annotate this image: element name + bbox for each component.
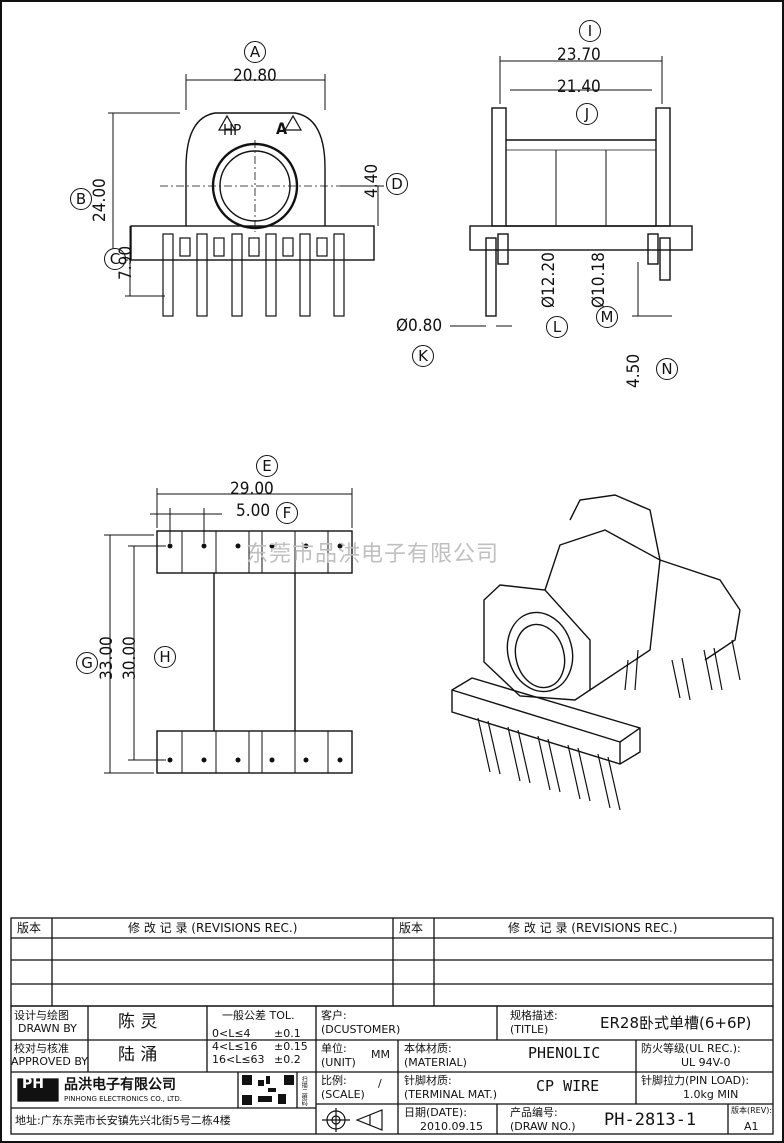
dim-21-40: 21.40: [557, 77, 601, 97]
rev-col-version: 版本: [17, 921, 42, 935]
dim-23-70: 23.70: [557, 45, 601, 65]
drawno-label-en: (DRAW NO.): [510, 1120, 576, 1133]
unit-value: MM: [371, 1048, 390, 1061]
ul-value: UL 94V-0: [681, 1056, 731, 1069]
isometric-view: [451, 494, 741, 811]
terminal-label-en: (TERMINAL MAT.): [404, 1088, 498, 1101]
title-value: ER28卧式单槽(6+6P): [600, 1014, 752, 1032]
customer-label-en: (DCUSTOMER): [321, 1023, 401, 1036]
rev-col-record-2: 修 改 记 录 (REVISIONS REC.): [508, 921, 678, 935]
scale-value: /: [378, 1077, 382, 1090]
unit-label-cn: 单位:: [321, 1042, 347, 1055]
pinload-label: 针脚拉力(PIN LOAD):: [641, 1074, 750, 1087]
projection-symbol: [322, 1108, 383, 1132]
scale-label-cn: 比例:: [321, 1074, 347, 1087]
tol-title: 一般公差 TOL.: [222, 1009, 295, 1022]
label-n: N: [656, 358, 678, 380]
dim-4-40: 4.40: [362, 163, 382, 198]
dim-33-00: 33.00: [97, 636, 117, 680]
material-value: PHENOLIC: [528, 1044, 601, 1062]
label-g: G: [76, 652, 98, 674]
tol1-value: ±0.1: [274, 1027, 301, 1040]
company-logo: PH: [22, 1076, 44, 1092]
dim-24-00: 24.00: [90, 178, 110, 222]
unit-label-en: (UNIT): [321, 1056, 356, 1069]
date-label: 日期(DATE):: [404, 1106, 467, 1119]
company-name-en: PINHONG ELECTRONICS CO., LTD.: [64, 1095, 182, 1103]
mark-hp: HP: [223, 121, 242, 139]
ul-label: 防火等级(UL REC.):: [641, 1042, 741, 1055]
drawn-label-cn: 设计与绘图: [14, 1009, 69, 1022]
label-c: C: [104, 248, 126, 270]
qr-code: [242, 1075, 294, 1105]
company-address: 地址:广东东莞市长安镇先兴北街5号二栋4楼: [15, 1114, 231, 1127]
terminal-value: CP WIRE: [536, 1077, 600, 1095]
tol1-range: 0<L≤4: [212, 1027, 251, 1040]
material-label-en: (MATERIAL): [404, 1056, 467, 1069]
label-f: F: [276, 502, 298, 524]
dim-30-00: 30.00: [120, 636, 140, 680]
scale-label-en: (SCALE): [321, 1088, 365, 1101]
approved-name: 陆 涌: [118, 1045, 158, 1065]
rev-col-version-2: 版本: [399, 921, 424, 935]
material-label-cn: 本体材质:: [404, 1042, 452, 1055]
dim-5-00: 5.00: [236, 501, 271, 521]
drawn-name: 陈 灵: [118, 1012, 158, 1032]
dim-7-90: 7.90: [116, 245, 136, 280]
dim-20-80: 20.80: [233, 66, 277, 86]
qr-note: 扫描二维码: [300, 1076, 308, 1106]
title-label-cn: 规格描述:: [510, 1009, 558, 1022]
title-block-grid: [10, 1005, 774, 1135]
drawno-value: PH-2813-1: [604, 1110, 697, 1130]
drawno-label-cn: 产品编号:: [510, 1106, 558, 1119]
rev-value: A1: [744, 1120, 759, 1133]
label-h: H: [154, 646, 176, 668]
drawn-label-en: DRAWN BY: [18, 1022, 77, 1035]
rev-label: 版本(REV):: [731, 1106, 773, 1115]
dim-4-50: 4.50: [624, 353, 644, 388]
label-k: K: [412, 345, 434, 367]
label-m: M: [596, 306, 618, 328]
mark-a: A: [276, 119, 288, 138]
rev-col-record: 修 改 记 录 (REVISIONS REC.): [128, 921, 298, 935]
watermark: 东莞市品洪电子有限公司: [246, 542, 500, 567]
label-i: I: [579, 20, 601, 42]
pinload-value: 1.0kg MIN: [683, 1088, 739, 1101]
label-j: J: [576, 103, 598, 125]
dim-dia-10-18: Ø10.18: [589, 252, 609, 308]
front-view: [108, 74, 384, 317]
label-b: B: [70, 188, 92, 210]
company-name-cn: 品洪电子有限公司: [64, 1077, 176, 1093]
approved-label-en: APPROVED BY: [11, 1055, 89, 1068]
title-label-en: (TITLE): [510, 1023, 549, 1036]
label-l: L: [546, 316, 568, 338]
tol2-value: ±0.15: [274, 1040, 308, 1053]
tol2-range: 4<L≤16: [212, 1040, 258, 1053]
dim-dia-0-80: Ø0.80: [396, 316, 443, 336]
dim-dia-12-20: Ø12.20: [539, 252, 559, 308]
tol3-range: 16<L≤63: [212, 1053, 265, 1066]
side-view: [450, 56, 693, 327]
customer-label-cn: 客户:: [321, 1009, 347, 1022]
date-value: 2010.09.15: [420, 1120, 483, 1133]
label-a: A: [244, 41, 266, 63]
label-d: D: [386, 173, 408, 195]
approved-label-cn: 校对与核准: [14, 1042, 69, 1055]
dim-29-00: 29.00: [230, 479, 274, 499]
label-e: E: [256, 455, 278, 477]
bottom-view: [104, 488, 353, 774]
tol3-value: ±0.2: [274, 1053, 301, 1066]
terminal-label-cn: 针脚材质:: [404, 1074, 452, 1087]
